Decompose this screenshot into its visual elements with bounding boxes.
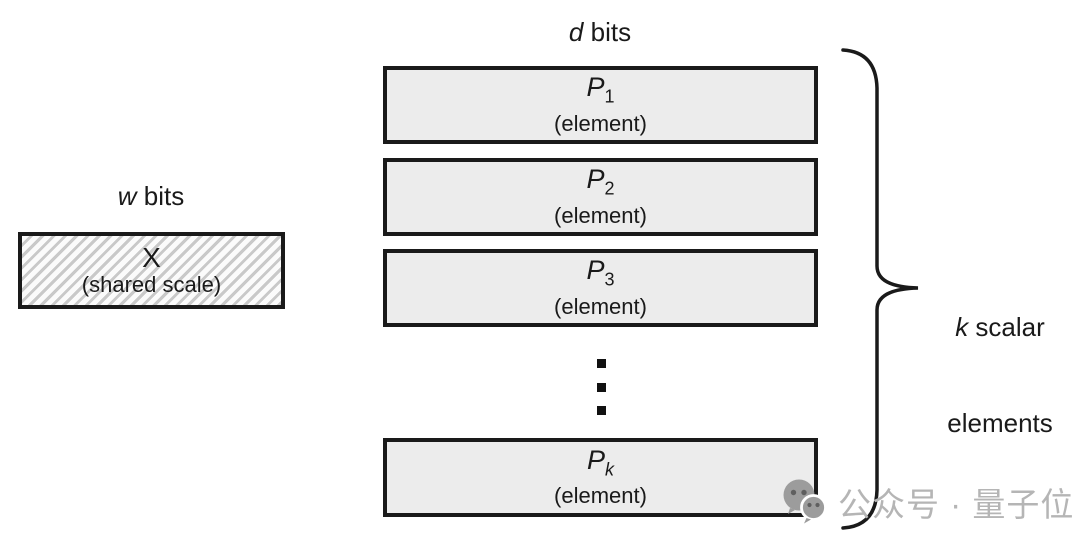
p-variable: P: [586, 255, 605, 286]
element-box-pk: Pk (element): [383, 438, 818, 517]
k-variable: k: [955, 312, 969, 342]
shared-scale-title: X: [142, 242, 161, 273]
shared-scale-box: X (shared scale): [18, 232, 285, 309]
element-box-title: P1: [586, 74, 614, 110]
w-bits-label: w bits: [41, 181, 261, 211]
p-subscript: 3: [604, 269, 615, 290]
p-variable: P: [586, 444, 605, 475]
d-bits-label: d bits: [490, 17, 710, 47]
element-box-caption: (element): [554, 483, 647, 509]
element-box-caption: (element): [554, 110, 647, 136]
p-subscript: 1: [604, 86, 615, 107]
w-variable: w: [117, 181, 137, 211]
wechat-icon: [783, 479, 827, 524]
k-scalar-text: scalar: [968, 312, 1045, 342]
p-subscript: k: [605, 459, 614, 480]
ellipsis-dot: [597, 359, 606, 368]
element-box-caption: (element): [554, 293, 647, 319]
element-box-caption: (element): [554, 202, 647, 228]
brace-label: k scalar elements: [925, 247, 1075, 503]
element-box-title: Pk: [586, 444, 614, 483]
d-bits-text: bits: [583, 17, 632, 47]
p-variable: P: [586, 164, 605, 195]
watermark-text: 公众号 · 量子位: [838, 486, 1075, 523]
vertical-ellipsis-icon: [597, 359, 607, 415]
ellipsis-dot: [597, 406, 606, 415]
element-box-p2: P2 (element): [383, 158, 818, 236]
watermark: 公众号 · 量子位: [780, 477, 1074, 527]
element-box-p3: P3 (element): [383, 249, 818, 327]
element-box-title: P3: [586, 257, 614, 293]
ellipsis-dot: [597, 382, 606, 392]
w-bits-text: bits: [136, 181, 185, 211]
element-box-title: P2: [586, 166, 614, 202]
brace-label-line2: elements: [947, 408, 1053, 438]
element-box-p1: P1 (element): [383, 66, 818, 144]
brace-label-line1: k scalar: [925, 311, 1075, 343]
p-subscript: 2: [604, 178, 615, 199]
d-variable: d: [568, 17, 584, 47]
shared-scale-caption: (shared scale): [81, 272, 222, 297]
p-variable: P: [586, 72, 605, 103]
